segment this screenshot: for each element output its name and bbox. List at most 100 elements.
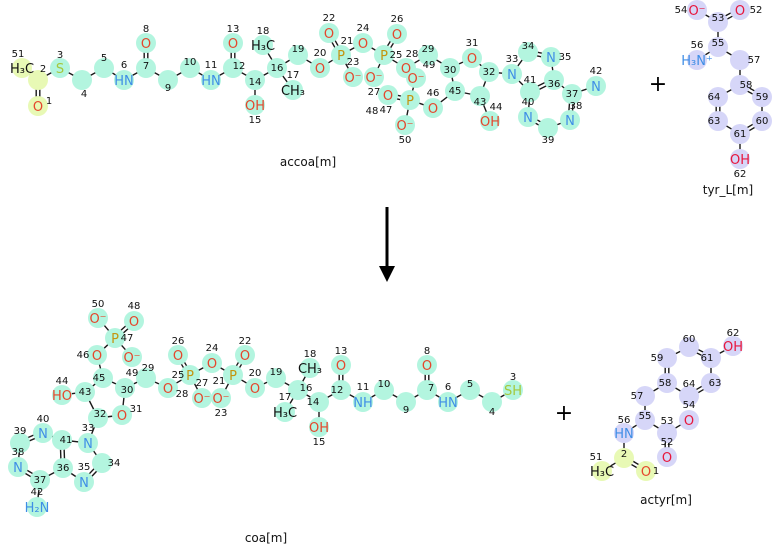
atom-highlight [93, 368, 113, 388]
atom-number: 50 [399, 135, 412, 146]
atom-accoa-27: O⁻ [365, 71, 382, 86]
atom-highlight [124, 311, 144, 331]
atom-highlight [730, 124, 750, 144]
atom-highlight [560, 110, 580, 130]
atom-accoa-20: O [315, 62, 325, 77]
atom-number: 21 [213, 376, 226, 387]
atom-highlight [158, 70, 178, 90]
atom-number: 63 [709, 378, 722, 389]
atom-number: 37 [34, 475, 47, 486]
atom-number: 64 [683, 379, 696, 390]
atom-accoa-23: O⁻ [344, 71, 361, 86]
atom-highlight [418, 45, 438, 65]
atom-highlight [72, 70, 92, 90]
atom-coa-15: OH [309, 421, 329, 436]
atom-accoa-24: O [358, 37, 368, 52]
atom-number: 10 [378, 379, 391, 390]
atom-number: 53 [712, 13, 725, 24]
atom-highlight [28, 96, 48, 116]
atom-highlight [319, 23, 339, 43]
atom-number: 35 [78, 462, 91, 473]
atom-number: 40 [522, 97, 535, 108]
atom-highlight [12, 58, 32, 78]
atom-highlight [75, 382, 95, 402]
atom-number: 59 [756, 92, 769, 103]
atom-number: 61 [734, 129, 747, 140]
atom-highlight [440, 58, 460, 78]
molecule-label-accoa: accoa[m] [280, 155, 336, 169]
atom-number: 57 [631, 391, 644, 402]
atom-number: 62 [734, 169, 747, 180]
atom-accoa-51: H₃C [10, 62, 34, 77]
atom-number: 42 [31, 487, 44, 498]
atom-number: 8 [143, 24, 149, 35]
atom-highlight [679, 337, 699, 357]
atom-highlight [223, 365, 243, 385]
atom-highlight [480, 111, 500, 131]
atom-highlight [223, 58, 243, 78]
atom-highlight [245, 70, 265, 90]
atom-number: 13 [227, 24, 240, 35]
atom-highlight [723, 336, 743, 356]
molecule-label-tyr: tyr_L[m] [703, 183, 753, 197]
atom-highlight [635, 386, 655, 406]
atom-highlight [27, 497, 47, 517]
atom-number: 7 [428, 383, 434, 394]
atom-accoa-28: O [401, 62, 411, 77]
atom-highlight [122, 347, 142, 367]
atom-number: 4 [489, 407, 495, 418]
atom-accoa-38: N [565, 114, 575, 129]
atom-number: 35 [559, 52, 572, 63]
atom-number: 14 [249, 77, 262, 88]
atom-number: 55 [712, 38, 725, 49]
atom-highlight [331, 380, 351, 400]
atom-highlight [708, 12, 728, 32]
atom-coa-49: O⁻ [123, 351, 140, 366]
atom-number: 32 [483, 67, 496, 78]
atom-number: 50 [92, 299, 105, 310]
atom-highlight [518, 42, 538, 62]
atom-highlight [53, 458, 73, 478]
atom-highlight [482, 392, 502, 412]
atom-highlight [520, 82, 540, 102]
atom-highlight [310, 58, 330, 78]
atom-coa-11: NH [353, 396, 373, 411]
atom-highlight [544, 70, 564, 90]
atom-accoa-42: N [591, 80, 601, 95]
atom-number: 58 [659, 378, 672, 389]
atom-coa-13: O [336, 359, 346, 374]
atom-number: 45 [449, 86, 462, 97]
atom-highlight [687, 50, 707, 70]
atom-accoa-31: O [467, 52, 477, 67]
atom-highlight [211, 388, 231, 408]
atom-actyr-51: H₃C [590, 465, 614, 480]
atom-highlight [657, 373, 677, 393]
atom-coa-50: O⁻ [89, 312, 106, 327]
atom-coa-48: O [129, 315, 139, 330]
atom-highlight [423, 98, 443, 118]
atom-number: 34 [108, 458, 121, 469]
atom-coa-33: N [83, 437, 93, 452]
atom-number: 32 [94, 409, 107, 420]
atom-number: 20 [249, 368, 262, 379]
atom-number: 5 [101, 53, 107, 64]
atom-number: 6 [445, 382, 451, 393]
atom-highlight [343, 67, 363, 87]
atom-highlight [378, 85, 398, 105]
atom-number: 38 [12, 447, 25, 458]
molecule-label-coa: coa[m] [245, 531, 287, 544]
atom-coa-26: O [173, 349, 183, 364]
atom-number: 25 [390, 50, 403, 61]
atom-accoa-50: O⁻ [396, 119, 413, 134]
atom-number: 46 [427, 88, 440, 99]
atom-accoa-17: CH₃ [281, 84, 305, 99]
atom-number: 58 [740, 80, 753, 91]
atom-coa-24: O [207, 357, 217, 372]
atom-number: 11 [357, 382, 370, 393]
atom-accoa-8: O [141, 37, 151, 52]
atom-accoa-18: H₃C [251, 39, 275, 54]
atom-highlight [283, 80, 303, 100]
atom-highlight [636, 461, 656, 481]
atom-number: 19 [270, 367, 283, 378]
